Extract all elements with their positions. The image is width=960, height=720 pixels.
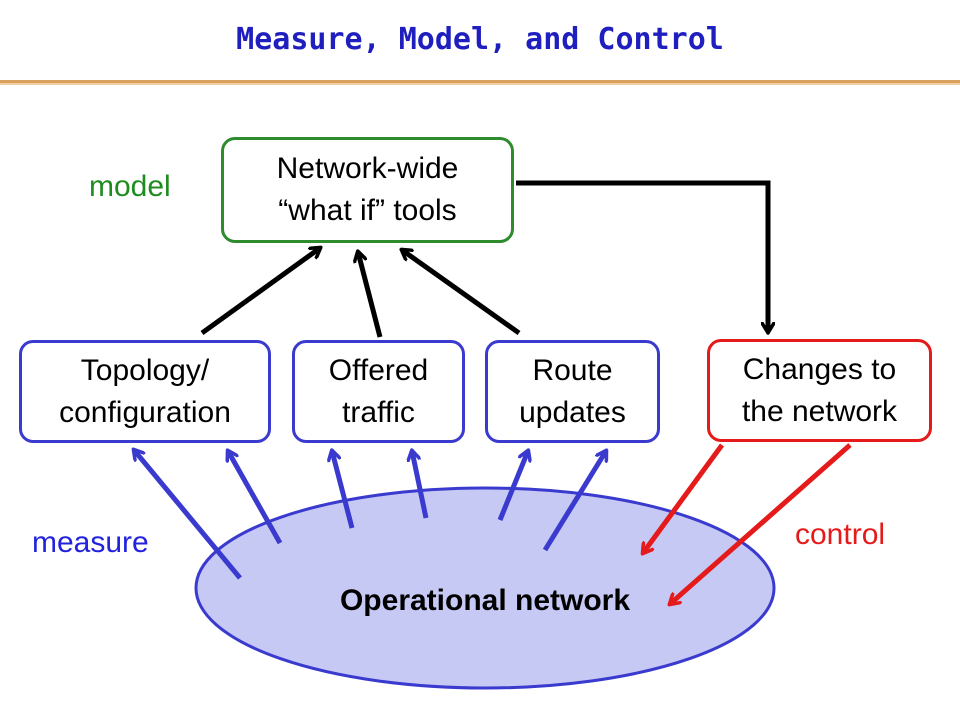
operational-network-label: Operational network [339,584,631,617]
arrow-measure-traffic-2 [412,451,429,519]
arrow-measure-traffic-1 [332,451,355,529]
slide-title: Measure, Model, and Control [236,22,724,57]
arrow-measure-topology-2 [228,451,283,545]
arrow-control-2 [670,443,852,604]
model-tools-line-1: Network-wide [276,152,459,185]
offered-traffic-line-1: Offered [328,353,429,387]
arrow-route-to-model [402,250,521,336]
arrow-traffic-to-model [358,252,383,338]
offered-traffic-line-2: traffic [342,395,415,429]
model-tools-line-2: “what if” tools [278,194,457,227]
topology-box: Topology/ configuration [19,340,271,443]
arrow-measure-route-2 [542,451,606,552]
offered-traffic-box: Offered traffic [292,340,465,443]
route-updates-box: Route updates [485,340,660,443]
arrow-measure-topology-1 [134,450,242,580]
control-label: control [795,518,886,551]
changes-line-1: Changes to [742,352,897,386]
model-label: model [89,170,171,203]
changes-line-2: the network [741,394,898,428]
operational-network-ellipse [194,486,776,690]
title-underline [0,80,960,83]
topology-line-2: configuration [59,395,231,429]
arrow-model-to-changes [516,180,768,332]
changes-box: Changes to the network [707,339,932,442]
route-updates-line-1: Route [532,353,613,387]
model-tools-box: Network-wide “what if” tools [221,137,514,243]
route-updates-line-2: updates [519,395,626,429]
arrow-control-1 [643,443,725,553]
topology-line-1: Topology/ [80,353,210,387]
measure-label: measure [32,526,149,559]
title-underline-shadow [0,83,960,85]
arrow-topology-to-model [200,248,320,336]
arrow-measure-route-1 [497,451,528,521]
